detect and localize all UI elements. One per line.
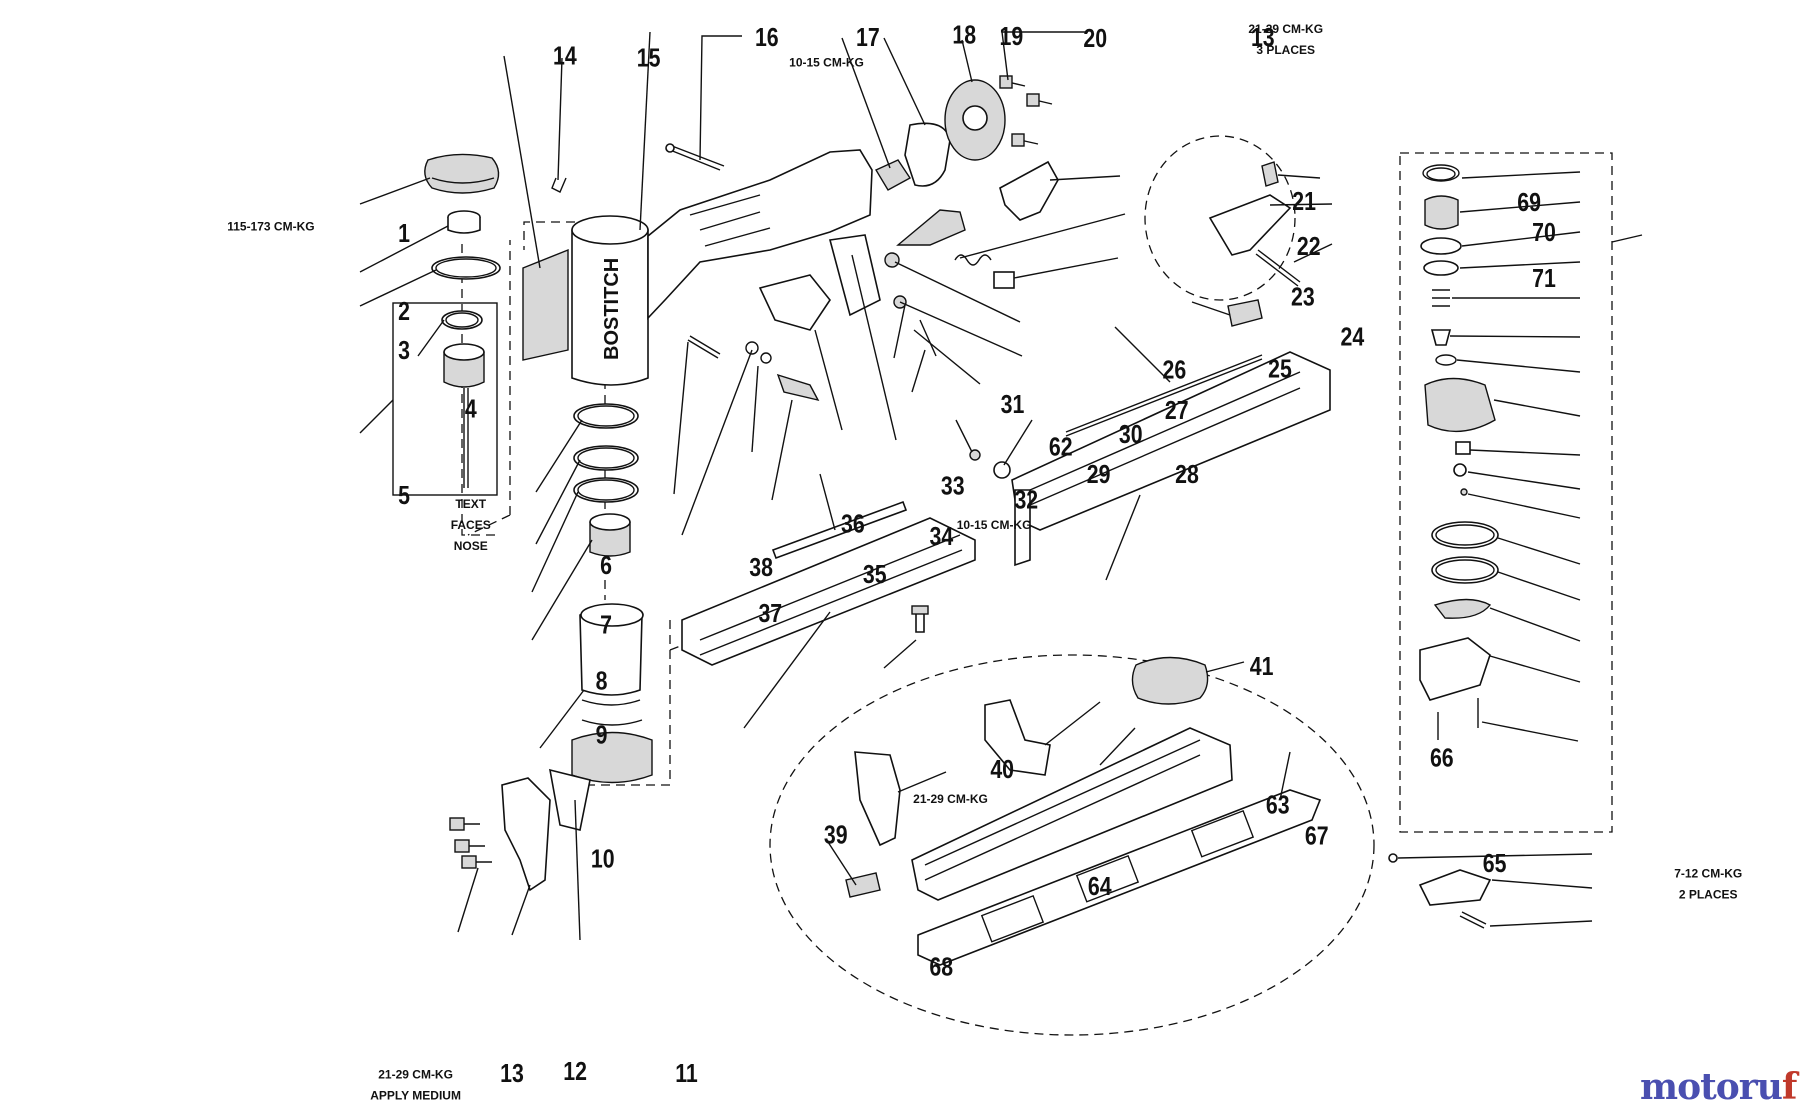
svg-text:BOSTITCH: BOSTITCH: [601, 258, 623, 360]
callout-17: 17: [856, 23, 880, 53]
callout-21: 21: [1292, 187, 1316, 217]
callout-70: 70: [1532, 218, 1556, 248]
callout-26: 26: [1163, 356, 1187, 386]
callout-39: 39: [824, 821, 848, 851]
motoruf-watermark: motoruf: [1640, 1066, 1797, 1108]
callout-8: 8: [596, 667, 608, 697]
note-torque-1-line-0: 115-173 CM-KG: [227, 219, 314, 233]
callout-27: 27: [1165, 396, 1189, 426]
callout-6: 6: [600, 551, 612, 581]
callout-65: 65: [1483, 849, 1507, 879]
callout-35: 35: [863, 560, 887, 590]
callout-11: 11: [675, 1059, 698, 1089]
callout-5: 5: [398, 481, 410, 511]
callout-10: 10: [591, 845, 615, 875]
callout-68: 68: [929, 953, 953, 983]
callout-64: 64: [1088, 872, 1112, 902]
watermark-part2: f: [1781, 1066, 1797, 1108]
parts-drawing: BOSTITCH: [359, 31, 1643, 1036]
callout-67: 67: [1305, 822, 1329, 852]
callout-12: 12: [563, 1057, 587, 1087]
callout-7: 7: [600, 611, 612, 641]
note-torque-13a-line-2: STRENGTH: [383, 1109, 449, 1112]
callout-22: 22: [1297, 232, 1321, 262]
note-torque-13a-line-0: 21-29 CM-KG: [378, 1067, 453, 1081]
callout-40: 40: [990, 755, 1014, 785]
callout-18: 18: [952, 21, 976, 51]
callout-30: 30: [1119, 420, 1143, 450]
callout-14: 14: [553, 41, 577, 71]
callout-41: 41: [1250, 652, 1274, 682]
callout-9: 9: [596, 721, 608, 751]
callout-19: 19: [1000, 22, 1024, 52]
callout-3: 3: [398, 336, 410, 366]
callout-71: 71: [1532, 264, 1556, 294]
callout-28: 28: [1175, 460, 1199, 490]
callout-62: 62: [1049, 433, 1073, 463]
callout-2: 2: [398, 297, 410, 327]
note-piston-note-line-0: TEXT: [455, 497, 486, 511]
callout-15: 15: [637, 44, 661, 74]
callout-36: 36: [841, 510, 865, 540]
note-torque-17-line-0: 10-15 CM-KG: [789, 55, 864, 69]
torque-notes: 115-173 CM-KG TEXT FACES NOSE 10-15 CM-KG 21-…: [227, 22, 1742, 1112]
callout-38: 38: [749, 553, 773, 583]
note-torque-13b-line-0: 21-29 CM-KG: [1248, 22, 1323, 36]
note-torque-58-line-0: 7-12 CM-KG: [1674, 867, 1742, 881]
callout-69: 69: [1517, 188, 1541, 218]
callout-25: 25: [1268, 355, 1292, 385]
callout-4: 4: [465, 395, 478, 425]
callout-32: 32: [1014, 485, 1038, 515]
callout-13a: 13: [500, 1059, 524, 1089]
note-torque-13b-line-1: 3 PLACES: [1256, 43, 1315, 57]
callout-33: 33: [941, 472, 965, 502]
callout-1: 1: [398, 219, 410, 249]
callout-29: 29: [1087, 460, 1111, 490]
note-torque-40-line-0: 21-29 CM-KG: [913, 792, 988, 806]
callout-66: 66: [1430, 744, 1454, 774]
callout-34: 34: [930, 522, 954, 552]
callout-63: 63: [1266, 791, 1290, 821]
note-torque-13a-line-1: APPLY MEDIUM: [370, 1088, 461, 1102]
callout-20: 20: [1083, 24, 1107, 54]
note-piston-note-line-2: NOSE: [454, 539, 488, 553]
watermark-part1: motoru: [1640, 1066, 1783, 1108]
callout-31: 31: [1001, 390, 1025, 420]
callout-23: 23: [1291, 282, 1315, 312]
callout-24: 24: [1341, 322, 1365, 352]
callout-13b: 13: [1251, 23, 1275, 53]
note-torque-58-line-1: 2 PLACES: [1679, 888, 1738, 902]
callout-16: 16: [755, 23, 779, 53]
note-piston-note-line-1: FACES: [451, 518, 491, 532]
note-torque-32-line-0: 10-15 CM-KG: [957, 518, 1032, 532]
callout-37: 37: [758, 599, 782, 629]
